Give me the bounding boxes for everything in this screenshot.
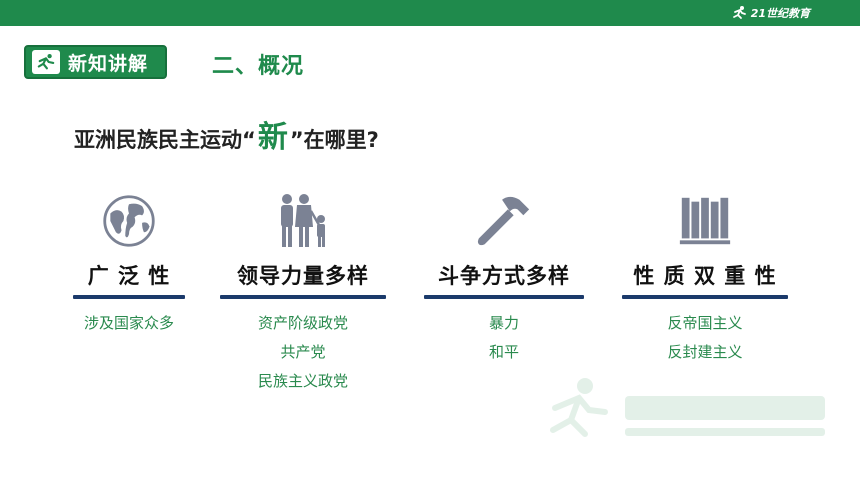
column-title: 广 泛 性 — [87, 264, 171, 288]
list-item: 暴力 — [488, 314, 519, 332]
runner-icon — [32, 50, 60, 74]
title-underline — [622, 295, 788, 299]
question-heading: 亚洲民族民主运动“ 新 ”在哪里? — [74, 112, 379, 156]
question-text-before: 亚洲民族民主运动“ — [74, 128, 256, 152]
list-item: 反帝国主义 — [667, 314, 743, 332]
title-underline — [424, 295, 584, 299]
hammer-icon — [477, 196, 530, 246]
badge-label: 新知讲解 — [68, 52, 149, 75]
column-struggle: 斗争方式多样 暴力 和平 — [409, 190, 599, 367]
books-icon — [679, 197, 731, 245]
section-badge: 新知讲解 — [24, 45, 167, 79]
list-item: 民族主义政党 — [257, 372, 348, 390]
list-item: 反封建主义 — [667, 343, 743, 361]
brand-logo: 21世纪教育 — [731, 4, 810, 22]
list-item: 涉及国家众多 — [83, 314, 174, 332]
list-item: 资产阶级政党 — [257, 314, 348, 332]
title-underline — [73, 295, 185, 299]
column-title: 性 质 双 重 性 — [633, 264, 777, 288]
globe-icon — [103, 195, 155, 247]
column-leadership: 领导力量多样 资产阶级政党 共产党 民族主义政党 — [208, 190, 398, 396]
list-item: 共产党 — [280, 343, 326, 361]
top-bar: 21世纪教育 — [0, 0, 860, 26]
column-nature: 性 质 双 重 性 反帝国主义 反封建主义 — [610, 190, 800, 367]
title-underline — [220, 295, 386, 299]
watermark-logo — [550, 378, 825, 437]
brand-name: 21世纪教育 — [750, 7, 810, 20]
column-title: 领导力量多样 — [237, 264, 369, 288]
question-text-after: ”在哪里? — [289, 128, 379, 152]
column-title: 斗争方式多样 — [438, 264, 570, 288]
runner-logo-icon — [732, 6, 746, 19]
section-title: 二、概况 — [212, 54, 305, 79]
column-breadth: 广 泛 性 涉及国家众多 — [34, 190, 224, 338]
family-icon — [281, 194, 325, 247]
list-item: 和平 — [488, 343, 519, 361]
question-emphasis: 新 — [257, 120, 288, 155]
